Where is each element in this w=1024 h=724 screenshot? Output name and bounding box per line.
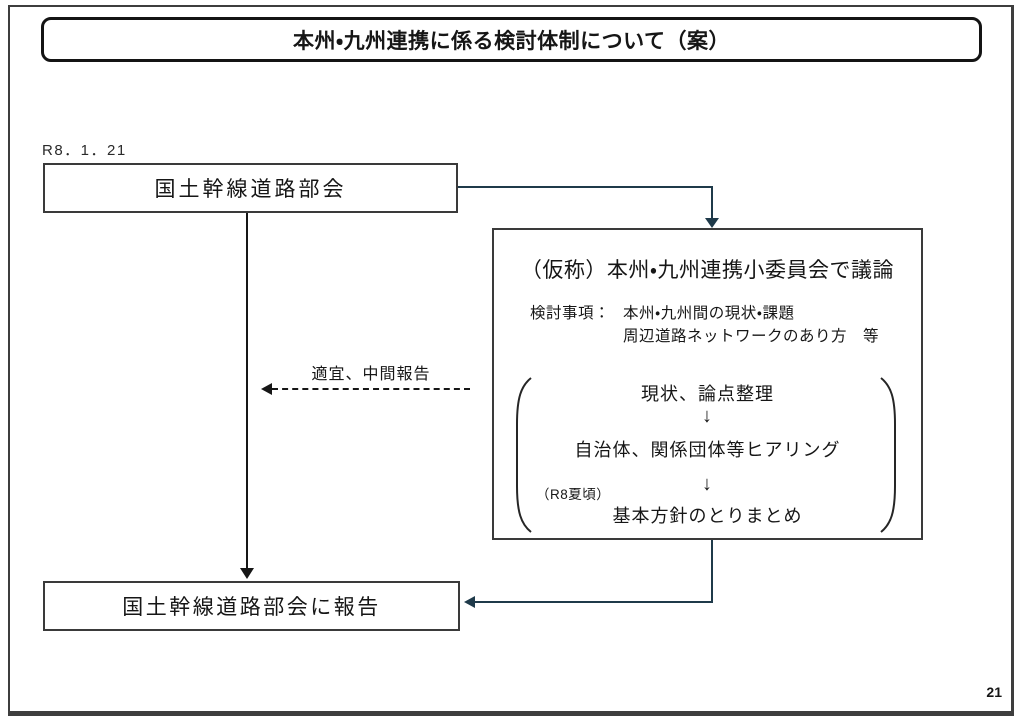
subcommittee-to-report-connector (711, 540, 713, 602)
report-box-label: 国土幹線道路部会に報告 (122, 596, 381, 619)
arrowhead-left-icon (464, 596, 475, 608)
date-label: R8．1．21 (42, 142, 127, 159)
right-bracket-icon (880, 377, 896, 533)
council-to-report-arrow (246, 213, 248, 569)
down-arrow-icon: ↓ (702, 405, 713, 427)
council-box-label: 国土幹線道路部会 (154, 178, 347, 201)
slide-title: 本州・九州連携に係る検討体制について（案） (292, 29, 730, 53)
left-bracket-icon (516, 377, 532, 533)
agenda-items: 本州・九州間の現状・課題 周辺道路ネットワークのあり方 等 (623, 302, 879, 349)
council-to-subcommittee-connector (458, 186, 713, 188)
arrowhead-down-icon (705, 218, 719, 228)
arrowhead-left-icon (261, 383, 272, 395)
arrowhead-down-icon (240, 568, 254, 579)
agenda-item: 周辺道路ネットワークのあり方 等 (623, 328, 880, 346)
council-box: 国土幹線道路部会 (43, 163, 458, 213)
page-number: 21 (986, 684, 1002, 700)
agenda-item: 本州・九州間の現状・課題 (623, 305, 795, 322)
title-box: 本州・九州連携に係る検討体制について（案） (41, 17, 982, 62)
council-to-subcommittee-connector (711, 186, 713, 220)
subcommittee-to-report-connector (474, 601, 713, 603)
subcommittee-box: （仮称）本州・九州連携小委員会で議論 検討事項： 本州・九州間の現状・課題 周辺… (492, 228, 923, 540)
report-box: 国土幹線道路部会に報告 (43, 581, 460, 631)
slide-border (8, 5, 1014, 716)
process-step: 現状、論点整理 (641, 384, 774, 404)
subcommittee-heading: （仮称）本州・九州連携小委員会で議論 (520, 259, 895, 282)
interim-report-label: 適宜、中間報告 (311, 366, 431, 383)
down-arrow-icon: ↓ (702, 473, 713, 495)
interim-report-dashed-arrow (272, 388, 470, 390)
agenda-label: 検討事項： (530, 305, 611, 322)
process-step: 基本方針のとりまとめ (612, 506, 803, 526)
agenda-block: 検討事項： 本州・九州間の現状・課題 周辺道路ネットワークのあり方 等 (530, 302, 911, 349)
step-timing-note: （R8夏頃） (536, 487, 611, 502)
process-step: 自治体、関係団体等ヒアリング (574, 440, 841, 460)
